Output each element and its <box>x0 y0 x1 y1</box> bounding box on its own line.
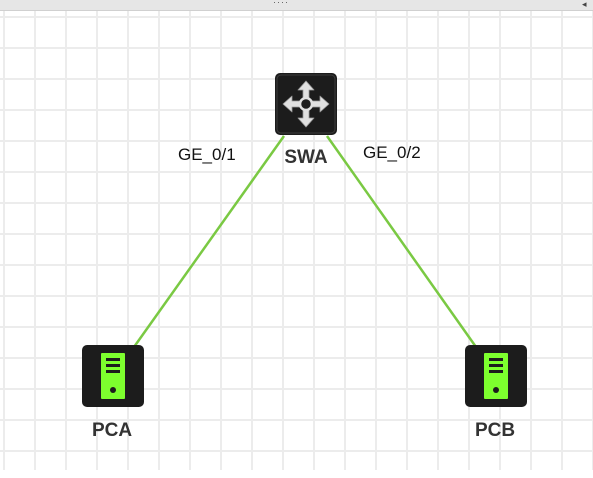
pc-device-pcb[interactable] <box>465 345 527 407</box>
switch-body <box>275 73 337 135</box>
server-tower-icon <box>484 353 508 399</box>
switch-device-swa[interactable] <box>275 73 337 135</box>
node-label-pcb: PCB <box>475 420 515 441</box>
collapse-arrow-icon[interactable]: ◂ <box>582 0 587 9</box>
switch-body-highlight <box>276 74 336 134</box>
port-label-ge-0-2: GE_0/2 <box>363 143 421 162</box>
move-arrows-icon <box>282 80 330 128</box>
pc-device-pca[interactable] <box>82 345 144 407</box>
server-tower-icon <box>101 353 125 399</box>
node-label-swa: SWA <box>284 147 328 168</box>
node-label-pca: PCA <box>92 420 132 441</box>
link-swa-pca[interactable] <box>132 135 286 348</box>
port-label-ge-0-1: GE_0/1 <box>178 145 236 164</box>
link-swa-pcb[interactable] <box>325 135 478 348</box>
drag-grip-icon[interactable]: ···· <box>273 0 289 7</box>
top-toolbar: ···· ◂ <box>0 0 593 11</box>
canvas-bottom-edge <box>0 470 593 478</box>
